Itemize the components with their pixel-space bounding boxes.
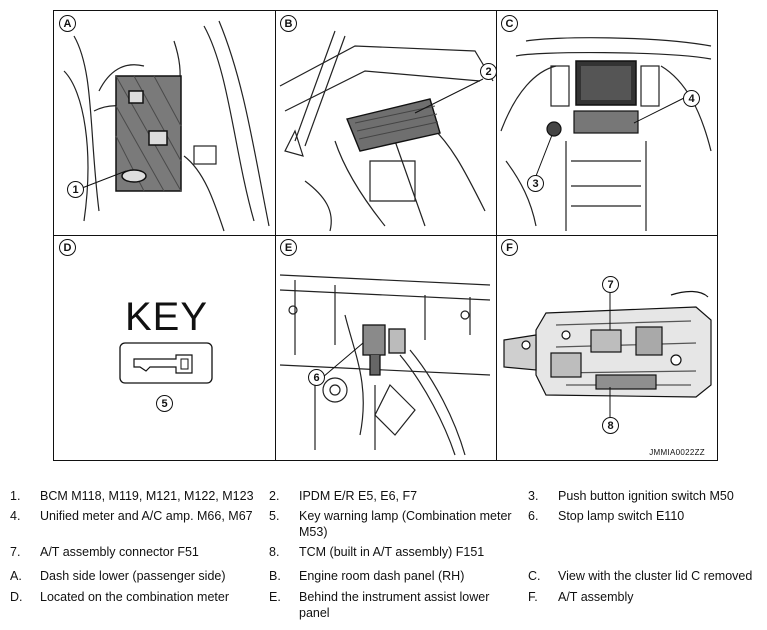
panel-d-letter: D bbox=[59, 239, 76, 256]
panel-c-letter: C bbox=[501, 15, 518, 32]
legend-key: A. bbox=[10, 569, 22, 583]
legend-text: Dash side lower (passenger side) bbox=[40, 569, 226, 583]
callout-4: 4 bbox=[683, 90, 700, 107]
legend-text: View with the cluster lid C removed bbox=[558, 569, 753, 583]
legend-text: A/T assembly bbox=[558, 590, 634, 604]
panel-a: A 1 bbox=[54, 11, 275, 235]
callout-3: 3 bbox=[527, 175, 544, 192]
figure-code: JMMIA0022ZZ bbox=[649, 448, 705, 457]
callout-7: 7 bbox=[602, 276, 619, 293]
legend-key: 5. bbox=[269, 509, 280, 523]
legend-text: Key warning lamp (Combination meter M53) bbox=[299, 509, 512, 539]
callout-1: 1 bbox=[67, 181, 84, 198]
legend-key: 6. bbox=[528, 509, 539, 523]
component-location-figure: A 1 B 2 bbox=[53, 10, 718, 461]
panel-a-letter: A bbox=[59, 15, 76, 32]
panel-f: F 7 8 JMMIA0022ZZ bbox=[496, 235, 717, 459]
legend-text: Engine room dash panel (RH) bbox=[299, 569, 465, 583]
callout-6: 6 bbox=[308, 369, 325, 386]
panel-e-drawing bbox=[279, 274, 491, 456]
panel-f-drawing bbox=[503, 290, 712, 417]
panel-divider-h bbox=[54, 235, 717, 236]
panel-d: D KEY 5 bbox=[54, 235, 275, 459]
panel-a-drawing bbox=[63, 20, 270, 232]
panel-b: B 2 bbox=[275, 11, 496, 235]
callout-2: 2 bbox=[480, 63, 496, 80]
panel-b-letter: B bbox=[280, 15, 297, 32]
legend-text: A/T assembly connector F51 bbox=[40, 545, 199, 559]
legend-key: F. bbox=[528, 590, 538, 604]
legend-text: Push button ignition switch M50 bbox=[558, 489, 734, 503]
legend-text: Located on the combination meter bbox=[40, 590, 230, 604]
callout-8: 8 bbox=[602, 417, 619, 434]
panel-c: C 3 4 bbox=[496, 11, 717, 235]
legend-key: 4. bbox=[10, 509, 21, 523]
panel-c-drawing bbox=[500, 37, 712, 231]
legend-key: E. bbox=[269, 590, 281, 604]
legend-key: 8. bbox=[269, 545, 280, 559]
legend-text: IPDM E/R E5, E6, F7 bbox=[299, 489, 418, 503]
legend-key: C. bbox=[528, 569, 541, 583]
key-label: KEY bbox=[125, 295, 209, 339]
legend-key: D. bbox=[10, 590, 23, 604]
panel-b-drawing bbox=[279, 30, 494, 232]
callout-5: 5 bbox=[156, 395, 173, 412]
legend-key: 7. bbox=[10, 545, 21, 559]
legend-key: 3. bbox=[528, 489, 539, 503]
legend-text: Unified meter and A/C amp. M66, M67 bbox=[40, 509, 253, 523]
panel-e-letter: E bbox=[280, 239, 297, 256]
key-warning-symbol bbox=[119, 342, 213, 384]
legend-key: 2. bbox=[269, 489, 280, 503]
legend-text: BCM M118, M119, M121, M122, M123 bbox=[40, 489, 254, 503]
legend-key: B. bbox=[269, 569, 281, 583]
legend-text: Behind the instrument assist lower panel bbox=[299, 590, 490, 620]
legend-key: 1. bbox=[10, 489, 21, 503]
panel-e: E 6 bbox=[275, 235, 496, 459]
panel-f-letter: F bbox=[501, 239, 518, 256]
legend-text: Stop lamp switch E110 bbox=[558, 509, 685, 523]
legend-text: TCM (built in A/T assembly) F151 bbox=[299, 545, 485, 559]
